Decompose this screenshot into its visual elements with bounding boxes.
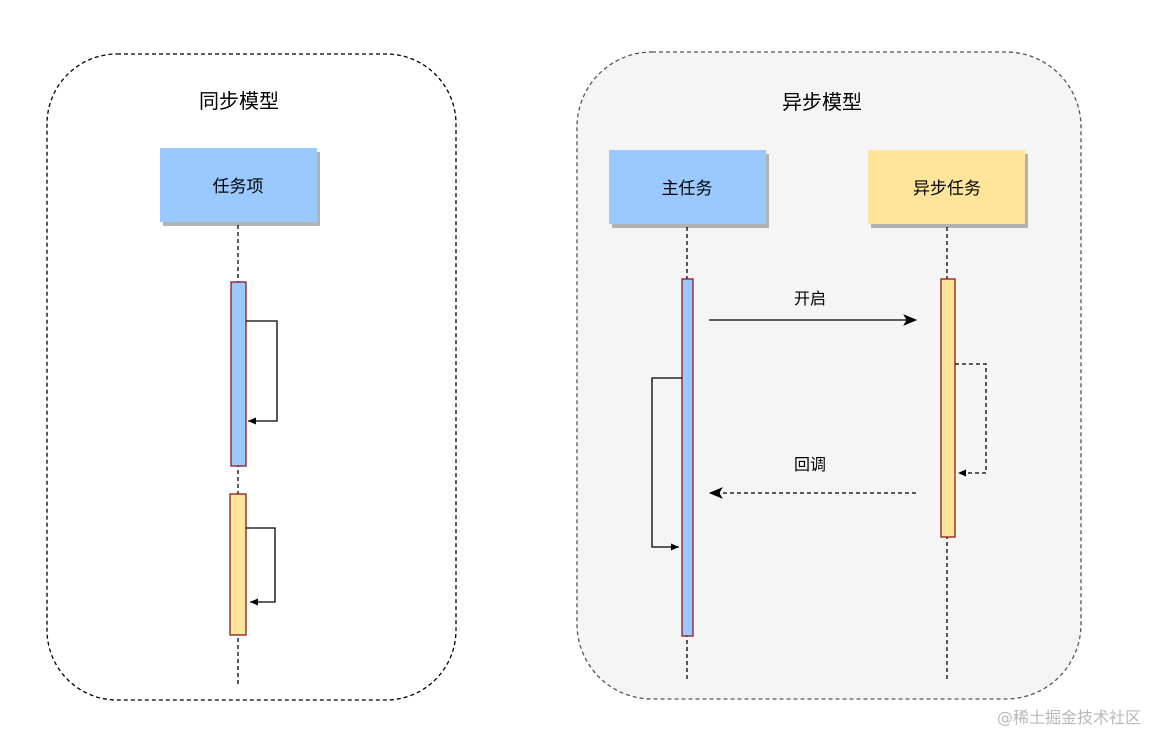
sync-panel-border [46, 53, 457, 701]
sync-self-call-arrow-2 [246, 527, 276, 606]
watermark: @稀土掘金技术社区 [996, 708, 1141, 727]
sync-activation-bar-yellow [229, 493, 247, 636]
async-task-activation-bar [940, 278, 956, 538]
main-task: 主任务 [609, 150, 766, 224]
async-task-box [868, 150, 1025, 224]
sync-self-call-arrow-1 [246, 320, 278, 425]
callback-message-label: 回调 [794, 455, 826, 474]
main-task-box [609, 150, 766, 224]
main-task-self-call-arrow [651, 377, 682, 551]
async-task: 异步任务 [868, 150, 1025, 224]
sync-task-item-label: 任务项 [213, 177, 264, 197]
main-task-label: 主任务 [662, 179, 713, 199]
async-task-label: 异步任务 [913, 179, 981, 199]
async-model-panel: 异步模型 主任务 异步任务 开启 回调 [576, 51, 1082, 700]
async-panel-border [576, 51, 1082, 700]
sync-model-panel: 同步模型 任务项 [46, 53, 457, 701]
sync-task-item: 任务项 [160, 148, 317, 222]
async-task-self-call-arrow [955, 363, 987, 477]
sync-model-title: 同步模型 [199, 89, 279, 113]
main-task-activation-bar [681, 278, 694, 637]
async-model-title: 异步模型 [782, 90, 862, 114]
sync-task-item-box [160, 148, 317, 222]
sync-activation-bar-blue [230, 281, 247, 467]
start-message-label: 开启 [794, 289, 826, 308]
